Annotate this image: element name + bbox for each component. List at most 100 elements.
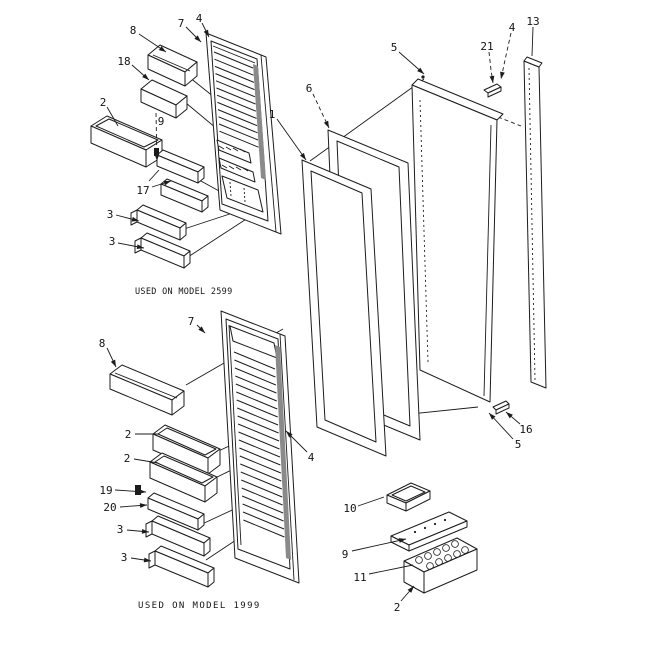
callout-label-4: 4: [509, 21, 516, 34]
callout-label-11: 11: [353, 571, 366, 584]
callout-4: 4: [196, 12, 210, 38]
leader-arrowhead: [131, 216, 139, 222]
callout-2: 2: [125, 428, 158, 441]
callout-label-16: 16: [519, 423, 532, 436]
leader-arrowhead: [203, 29, 209, 37]
callout-2: 2: [124, 452, 159, 465]
callout-label-2: 2: [100, 96, 107, 109]
leader-arrowhead: [143, 557, 151, 563]
callout-label-3: 3: [109, 235, 116, 248]
callout-7: 7: [188, 315, 206, 334]
callout-5: 5: [391, 41, 425, 75]
callout-3: 3: [107, 208, 140, 222]
leader-arrowhead: [194, 35, 201, 42]
callout-11: 11: [353, 564, 414, 584]
callout-label-2: 2: [394, 601, 401, 614]
callout-9: 9: [154, 112, 165, 162]
leader-arrowhead: [110, 359, 116, 367]
callout-3: 3: [117, 523, 150, 536]
callout-4: 4: [500, 21, 516, 80]
leader-arrowhead: [398, 538, 406, 543]
mounting-clips: [483, 83, 510, 415]
callout-18: 18: [117, 55, 150, 81]
leader-arrowhead: [142, 73, 149, 80]
callout-8: 8: [130, 24, 167, 53]
door-liner-2599: [205, 32, 282, 235]
callout-19: 19: [99, 484, 147, 497]
door-liner-1999: [220, 310, 300, 584]
callout-16: 16: [505, 411, 533, 436]
leader-arrowhead: [154, 153, 160, 161]
tray-parts: [386, 482, 478, 594]
callout-label-9: 9: [158, 115, 165, 128]
leader-arrowhead: [489, 413, 496, 420]
door-trim-strip: [523, 56, 547, 389]
leader-line: [106, 106, 119, 127]
callout-label-1: 1: [269, 108, 276, 121]
leader-line: [276, 118, 307, 161]
callout-3: 3: [121, 551, 152, 564]
callout-9: 9: [342, 538, 407, 561]
callout-label-7: 7: [188, 315, 195, 328]
callout-10: 10: [343, 496, 385, 515]
part-linework: [90, 32, 547, 594]
leader-line: [357, 496, 385, 507]
leader-line: [133, 458, 159, 464]
callout-8: 8: [99, 337, 117, 368]
leader-arrowhead: [407, 586, 414, 593]
leader-arrowhead: [489, 75, 495, 83]
refrigerator-door-panel: [411, 75, 504, 403]
leader-line: [531, 26, 534, 57]
shelf-parts-1999: [109, 364, 221, 588]
callout-label-4: 4: [308, 451, 315, 464]
callout-label-6: 6: [306, 82, 313, 95]
callout-label-18: 18: [117, 55, 130, 68]
callout-label-19: 19: [99, 484, 112, 497]
leader-arrowhead: [136, 244, 144, 250]
callout-label-3: 3: [121, 551, 128, 564]
callout-label-8: 8: [99, 337, 106, 350]
leader-arrowhead: [286, 431, 293, 438]
door-gasket-front: [301, 159, 387, 457]
callout-label-7: 7: [178, 17, 185, 30]
leader-arrowhead: [500, 71, 505, 79]
callout-label-17: 17: [136, 184, 149, 197]
callout-label-8: 8: [130, 24, 137, 37]
callout-label-21: 21: [480, 40, 493, 53]
callout-label-13: 13: [526, 15, 539, 28]
callout-20: 20: [103, 501, 148, 514]
callout-label-3: 3: [107, 208, 114, 221]
leader-arrowhead: [506, 412, 513, 419]
callout-label-5: 5: [515, 438, 522, 451]
callout-5: 5: [488, 412, 522, 451]
leader-arrowhead: [198, 326, 205, 333]
callout-3: 3: [109, 235, 145, 250]
callout-label-20: 20: [103, 501, 116, 514]
leader-line: [155, 112, 158, 162]
callout-7: 7: [178, 17, 202, 43]
leader-arrowhead: [299, 152, 306, 160]
callout-21: 21: [480, 40, 495, 84]
shelf-parts-2599: [90, 44, 209, 269]
callout-label-4: 4: [196, 12, 203, 25]
leader-arrowhead: [138, 489, 146, 494]
leader-line: [500, 32, 512, 80]
callout-label-10: 10: [343, 502, 356, 515]
leader-arrowhead: [163, 180, 171, 186]
callout-1: 1: [269, 108, 307, 161]
caption-model-2599: USED ON MODEL 2599: [135, 287, 233, 297]
leader-line: [368, 564, 414, 575]
callout-label-2: 2: [125, 428, 132, 441]
callout-label-2: 2: [124, 452, 131, 465]
model-captions: USED ON MODEL 2599 USED ON MODEL 1999: [135, 287, 261, 611]
leader-arrowhead: [141, 528, 149, 534]
callout-label-3: 3: [117, 523, 124, 536]
caption-model-1999: USED ON MODEL 1999: [138, 601, 261, 611]
leader-arrowhead: [417, 67, 424, 74]
callout-2: 2: [100, 96, 119, 127]
leader-line: [148, 169, 160, 182]
callout-6: 6: [306, 82, 330, 129]
callout-2: 2: [394, 585, 415, 614]
leader-arrowhead: [158, 46, 166, 52]
